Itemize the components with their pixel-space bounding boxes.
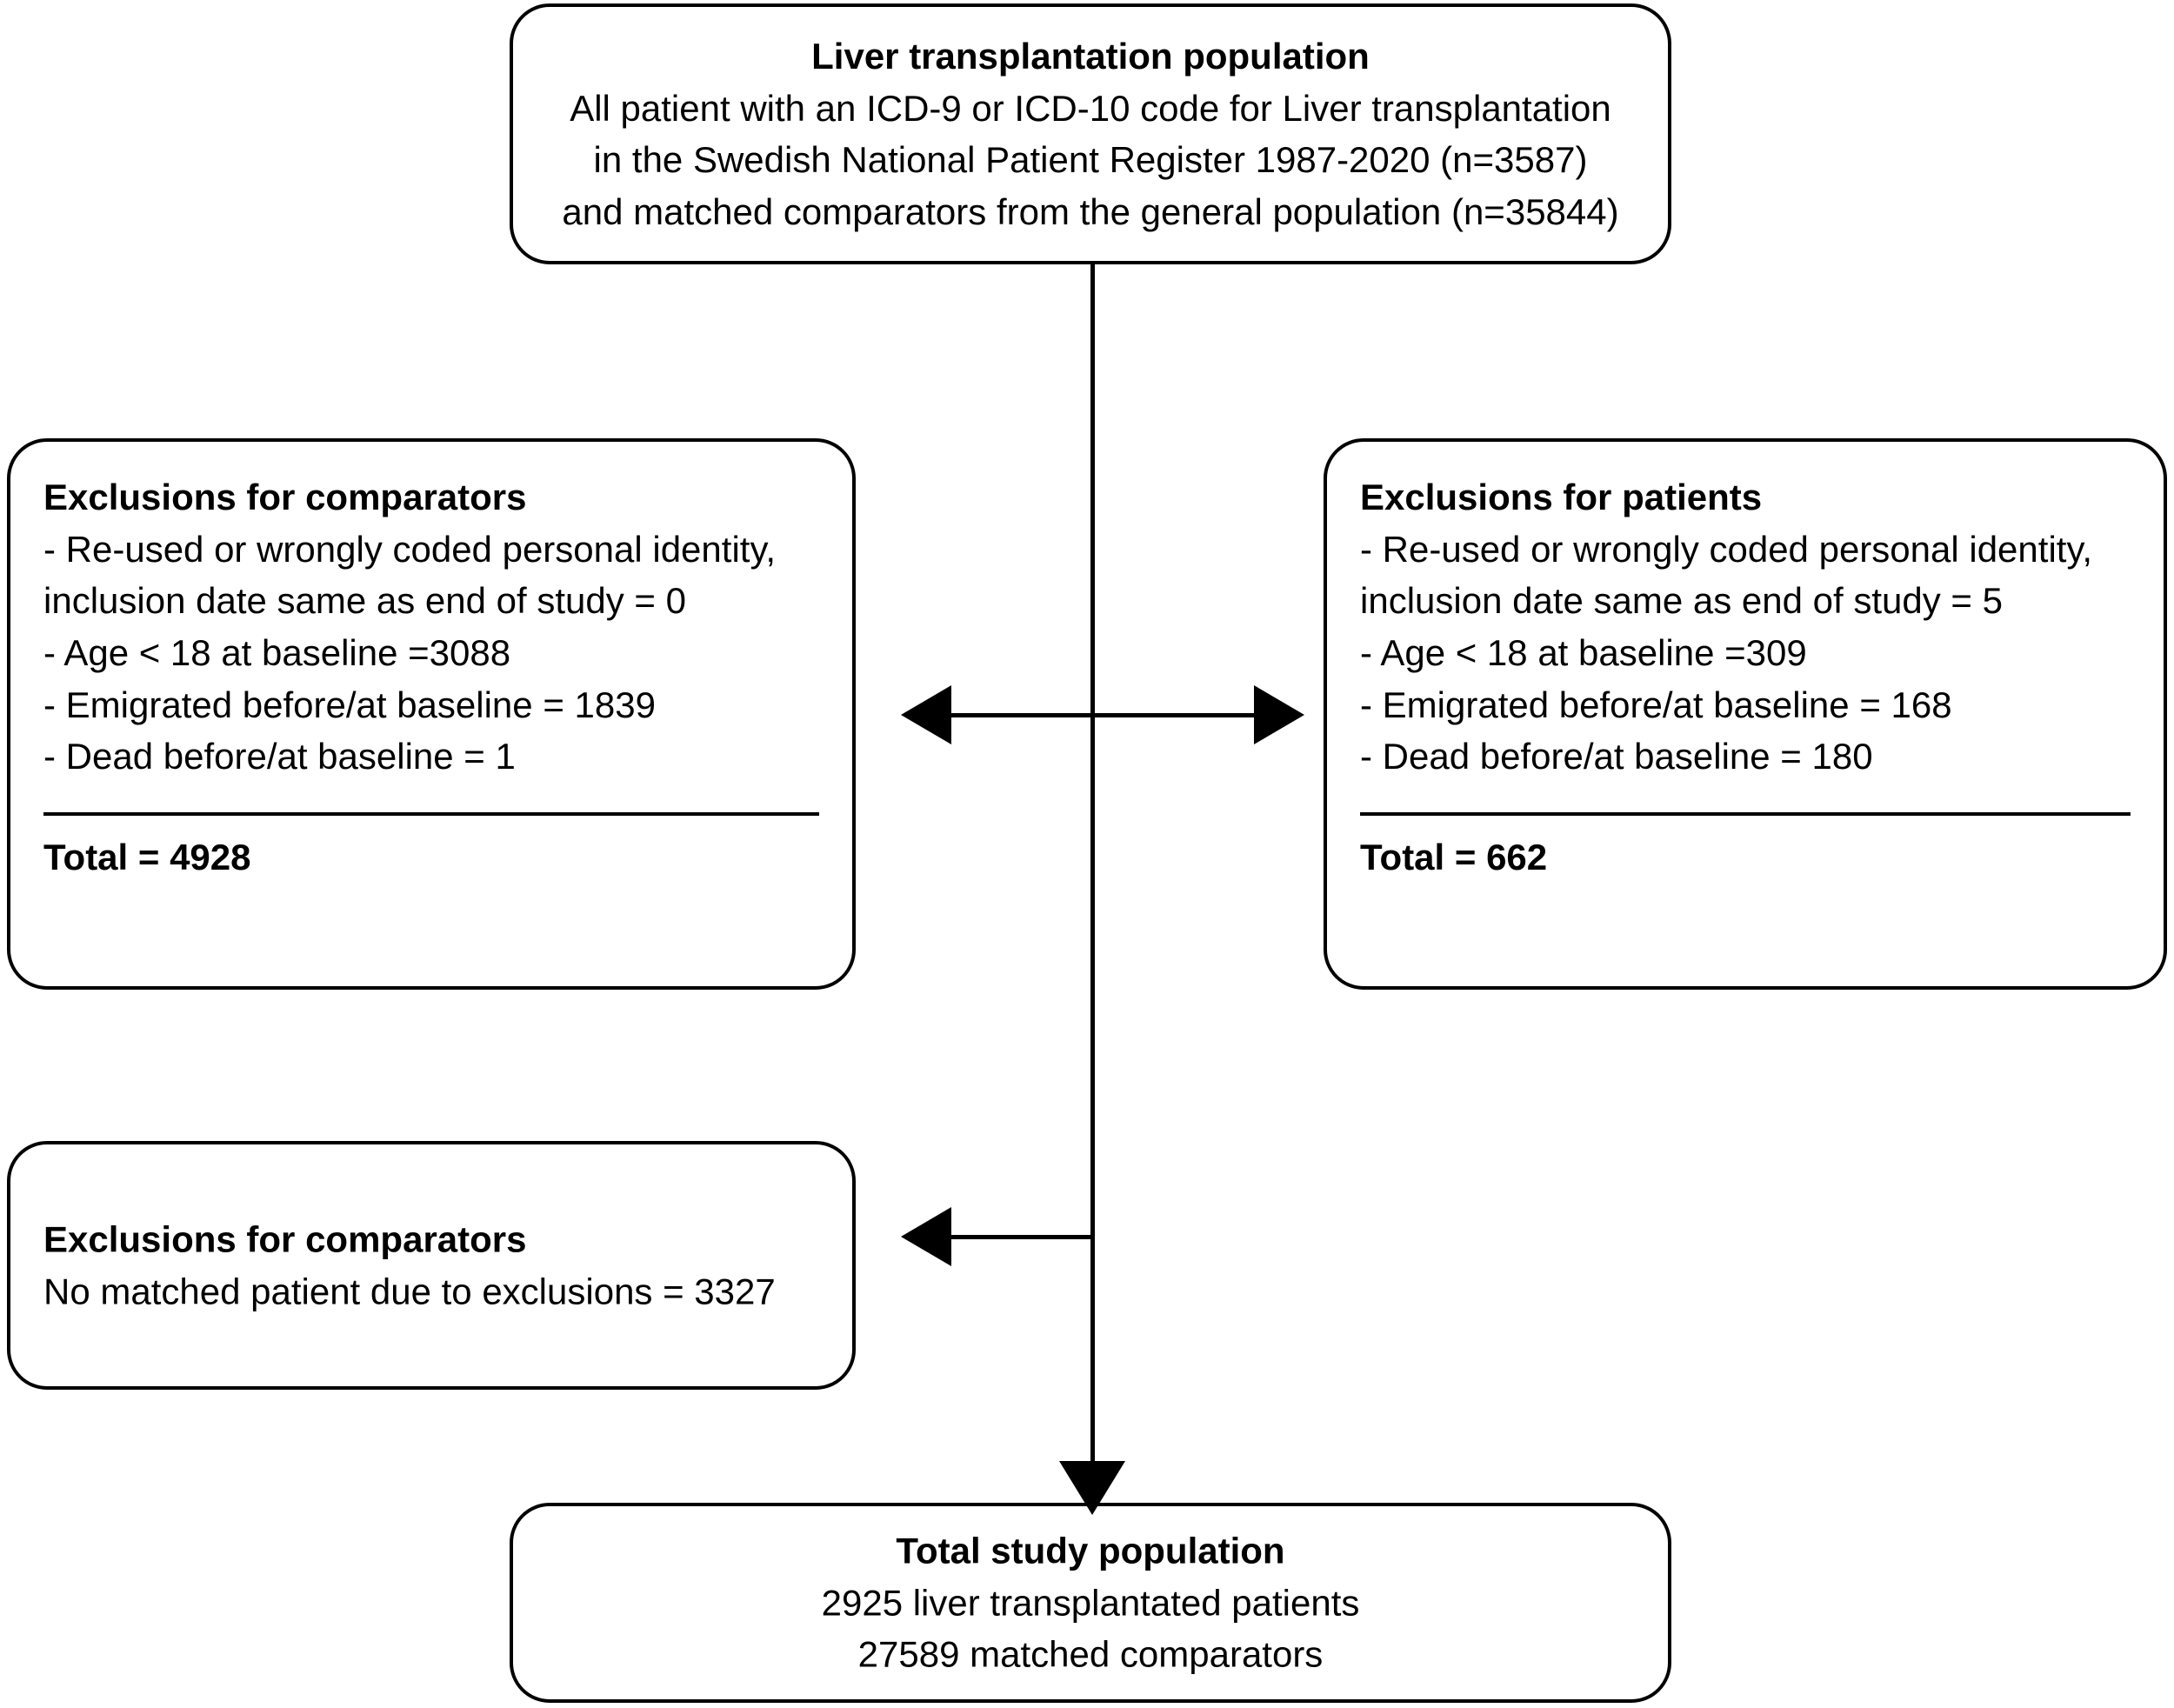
total-population-line-2: 27589 matched comparators: [857, 1633, 1324, 1675]
exclusions-patients-item-2: inclusion date same as end of study = 5: [1360, 580, 2003, 622]
exclusions-comparators-item-2: inclusion date same as end of study = 0: [43, 580, 686, 622]
main-flow-vertical-line: [1090, 261, 1095, 1463]
population-box: Liver transplantation population All pat…: [510, 3, 1671, 264]
exclusions-comparators-item-3: - Age < 18 at baseline =3088: [43, 631, 511, 673]
exclusions-comparators-content: Exclusions for comparators - Re-used or …: [10, 442, 852, 883]
exclusions-comparators-item-5: - Dead before/at baseline = 1: [43, 736, 516, 777]
population-line-2: in the Swedish National Patient Register…: [593, 139, 1588, 180]
population-heading: Liver transplantation population: [811, 35, 1370, 77]
exclusions-branch-horizontal-line: [934, 713, 1257, 717]
exclusions-patients-item-1: - Re-used or wrongly coded personal iden…: [1360, 528, 2092, 570]
arrow-left-icon: [901, 685, 951, 744]
exclusions-comparators-total: Total = 4928: [43, 836, 251, 877]
exclusions-no-match-line-1: No matched patient due to exclusions = 3…: [43, 1271, 776, 1311]
exclusions-patients-item-4: - Emigrated before/at baseline = 168: [1360, 684, 1952, 725]
total-population-box: Total study population 2925 liver transp…: [510, 1503, 1671, 1703]
exclusions-comparators-heading: Exclusions for comparators: [43, 477, 527, 517]
arrow-down-icon: [1059, 1461, 1125, 1515]
exclusions-patients-content: Exclusions for patients - Re-used or wro…: [1327, 442, 2164, 883]
exclusions-comparators-item-1: - Re-used or wrongly coded personal iden…: [43, 528, 776, 570]
exclusions-comparators-divider: [43, 811, 819, 816]
exclusions-no-match-box: Exclusions for comparators No matched pa…: [7, 1141, 856, 1390]
arrow-left-no-match-icon: [901, 1207, 951, 1266]
exclusions-no-match-content: Exclusions for comparators No matched pa…: [10, 1213, 852, 1317]
population-box-content: Liver transplantation population All pat…: [513, 30, 1668, 238]
exclusions-patients-item-5: - Dead before/at baseline = 180: [1360, 736, 1873, 777]
no-match-branch-horizontal-line: [934, 1235, 1094, 1239]
total-population-line-1: 2925 liver transplantated patients: [821, 1582, 1360, 1624]
exclusions-patients-heading: Exclusions for patients: [1360, 477, 1763, 517]
exclusions-patients-divider: [1360, 811, 2131, 816]
exclusions-patients-item-3: - Age < 18 at baseline =309: [1360, 631, 1807, 673]
total-population-heading: Total study population: [896, 1530, 1285, 1571]
population-line-3: and matched comparators from the general…: [562, 190, 1619, 232]
arrow-right-icon: [1254, 685, 1304, 744]
exclusions-comparators-box: Exclusions for comparators - Re-used or …: [7, 438, 856, 990]
exclusions-patients-box: Exclusions for patients - Re-used or wro…: [1324, 438, 2167, 990]
exclusions-patients-total: Total = 662: [1360, 836, 1548, 877]
exclusions-comparators-item-4: - Emigrated before/at baseline = 1839: [43, 684, 656, 725]
total-population-content: Total study population 2925 liver transp…: [513, 1525, 1668, 1681]
exclusions-no-match-heading: Exclusions for comparators: [43, 1218, 527, 1260]
population-line-1: All patient with an ICD-9 or ICD-10 code…: [570, 87, 1611, 129]
